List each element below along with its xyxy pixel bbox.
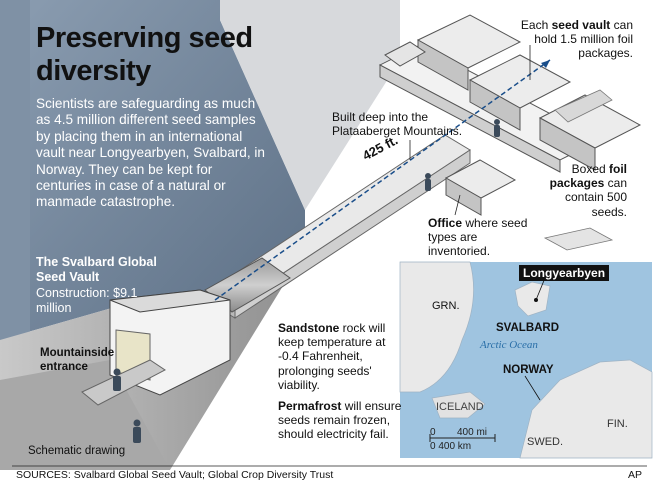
iceland-land (431, 391, 486, 419)
vault-heading: The Svalbard Global Seed Vault (36, 255, 157, 284)
greenland-land (399, 261, 474, 393)
map-label-greenland: GRN. (432, 300, 460, 312)
intro-text: Scientists are safeguarding as much as 4… (36, 96, 265, 210)
scale-zero-label: 0 (430, 427, 436, 438)
construction-cost: Construction: $9.1 million (36, 286, 138, 315)
svalbard-land (514, 281, 551, 317)
map-label-svalbard: SVALBARD (496, 322, 560, 334)
seed-vault-callout: Each seed vault can hold 1.5 million foi… (520, 18, 633, 61)
boxed-packages-callout: Boxed foil packages can contain 500 seed… (549, 162, 627, 219)
scandinavia-land (519, 359, 653, 459)
map-label-norway: NORWAY (503, 364, 554, 376)
ap-credit: AP (628, 469, 643, 481)
person-figure (113, 119, 500, 443)
map-label-sweden: SWED. (527, 436, 564, 448)
scale-km-label: 0 400 km (430, 441, 472, 452)
map (399, 261, 653, 459)
permafrost-callout: Permafrost will ensure seeds remain froz… (278, 399, 402, 442)
sandstone-callout: Sandstone rock will keep temperature at … (278, 321, 386, 392)
map-label-arctic: Arctic Ocean (480, 339, 538, 351)
background-panel (0, 0, 305, 340)
schematic-label: Schematic drawing (28, 445, 126, 457)
foil-package-icon (543, 227, 614, 251)
scale-mi-label: 400 mi (457, 427, 488, 438)
map-label-finland: FIN. (607, 418, 628, 430)
sources-credit: SOURCES: Svalbard Global Seed Vault; Glo… (16, 469, 334, 481)
mountainside-label: Mountainside entrance (40, 347, 115, 373)
map-label-iceland: ICELAND (436, 401, 484, 413)
page-title: Preserving seed diversity (36, 22, 253, 87)
city-label: Longyearbyen (519, 265, 610, 281)
distance-line (214, 59, 551, 301)
office-callout: Office where seed types are inventoried. (428, 216, 528, 259)
built-deep-callout: Built deep into the Plataaberget Mountai… (332, 110, 463, 139)
